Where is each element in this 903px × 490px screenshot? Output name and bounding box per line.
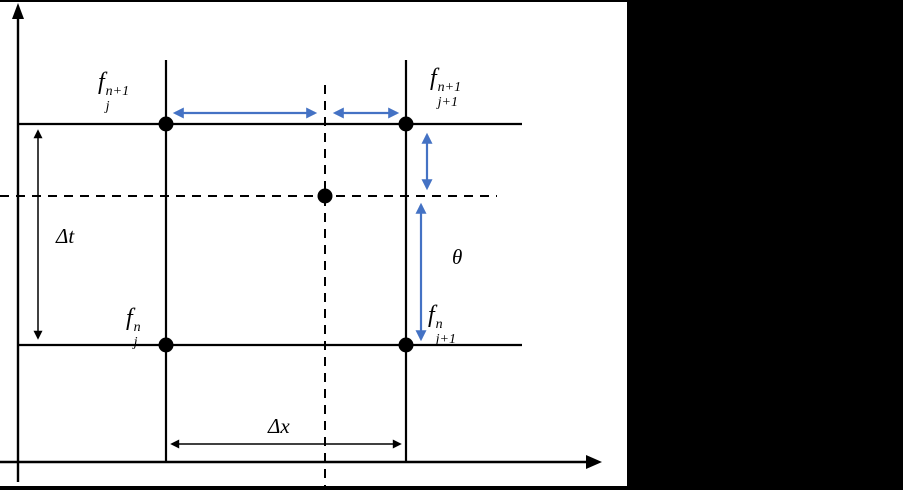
x-axis — [0, 455, 602, 469]
label-sub: j — [133, 334, 138, 350]
stencil-diagram — [0, 3, 602, 486]
label-sup: n — [133, 320, 141, 336]
label-theta: θ — [452, 245, 463, 269]
label-sup: n — [435, 317, 443, 333]
label-base: f — [430, 65, 437, 91]
label-delta-x: Δx — [268, 414, 290, 438]
label-base: f — [126, 305, 133, 331]
label-base: f — [98, 69, 105, 95]
label-sub: j — [105, 98, 110, 114]
node-dot-top-right — [398, 116, 414, 132]
node-dot-top-left — [158, 116, 174, 132]
label-sup: n+1 — [437, 80, 462, 96]
node-dot-center — [317, 188, 333, 204]
node-dot-bottom-left — [158, 337, 174, 353]
label-base: f — [428, 302, 435, 328]
t-axis — [12, 3, 24, 482]
x-axis-arrowhead — [586, 455, 602, 469]
label-sub: j+1 — [437, 94, 459, 110]
node-dot-bottom-right — [398, 337, 414, 353]
label-delta-t: Δt — [56, 224, 75, 248]
t-axis-arrowhead — [12, 3, 24, 19]
label-sub: j+1 — [435, 331, 457, 347]
label-sup: n+1 — [105, 84, 130, 100]
